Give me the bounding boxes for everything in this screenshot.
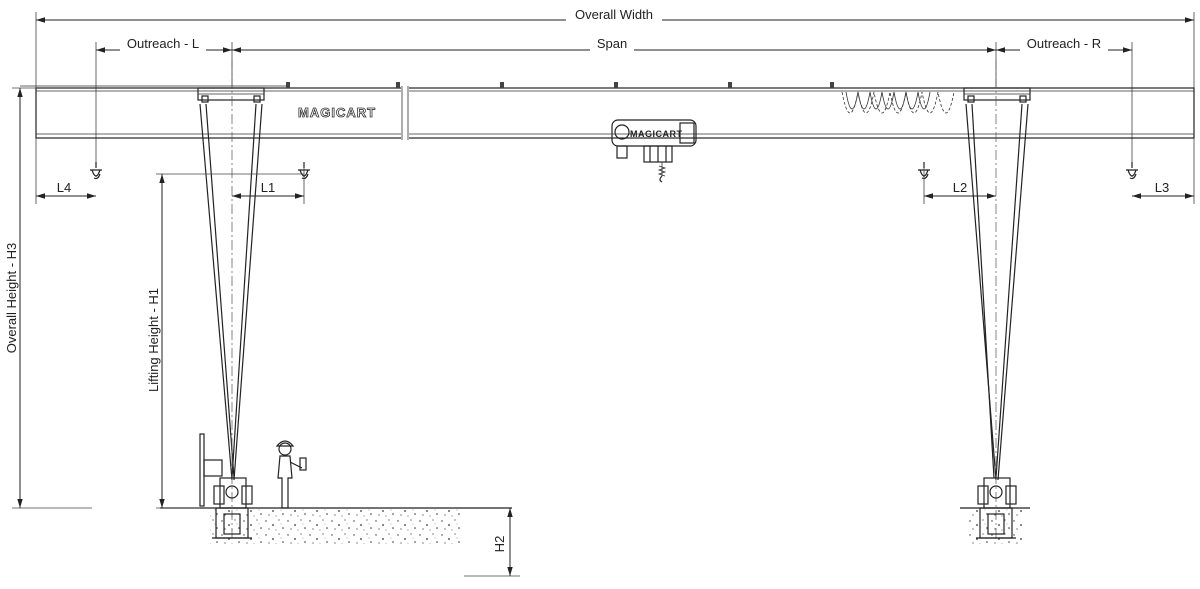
hook-l3 xyxy=(1126,162,1138,180)
left-leg xyxy=(197,60,265,540)
h2-label: H2 xyxy=(492,536,507,553)
l4-label: L4 xyxy=(57,180,71,195)
outreach-r-label: Outreach - R xyxy=(1027,36,1101,51)
l3-dimension: L3 xyxy=(1132,138,1195,204)
h2-dimension: H2 xyxy=(464,508,520,577)
overall-height-dimension: Overall Height - H3 xyxy=(4,87,92,509)
outreach-r-dimension: Outreach - R xyxy=(996,36,1133,168)
l3-label: L3 xyxy=(1155,180,1169,195)
cable-clips xyxy=(286,82,834,88)
main-girder: MAGICART xyxy=(20,82,1195,140)
span-dimension: Span xyxy=(232,36,997,88)
span-label: Span xyxy=(597,36,627,51)
outreach-l-dimension: Outreach - L xyxy=(95,36,233,168)
l4-dimension: L4 xyxy=(35,138,96,204)
foundation xyxy=(160,507,1030,544)
l2-dimension: L2 xyxy=(923,168,996,204)
l2-label: L2 xyxy=(953,180,967,195)
outreach-l-label: Outreach - L xyxy=(127,36,199,51)
hoist-trolley: MAGICART xyxy=(611,119,697,183)
lifting-height-dimension: Lifting Height - H1 xyxy=(146,173,304,509)
hoist-logo: MAGICART xyxy=(630,129,683,139)
l1-label: L1 xyxy=(261,180,275,195)
right-leg xyxy=(963,60,1031,540)
overall-width-label: Overall Width xyxy=(575,7,653,22)
hook-l4 xyxy=(90,162,102,180)
overall-width-dimension: Overall Width xyxy=(35,6,1195,88)
beam-logo: MAGICART xyxy=(298,105,376,120)
l1-dimension: L1 xyxy=(232,168,305,204)
festoon-cable xyxy=(841,91,955,114)
overall-height-label: Overall Height - H3 xyxy=(4,243,19,354)
operator-figure xyxy=(275,440,307,509)
lifting-height-label: Lifting Height - H1 xyxy=(146,288,161,392)
